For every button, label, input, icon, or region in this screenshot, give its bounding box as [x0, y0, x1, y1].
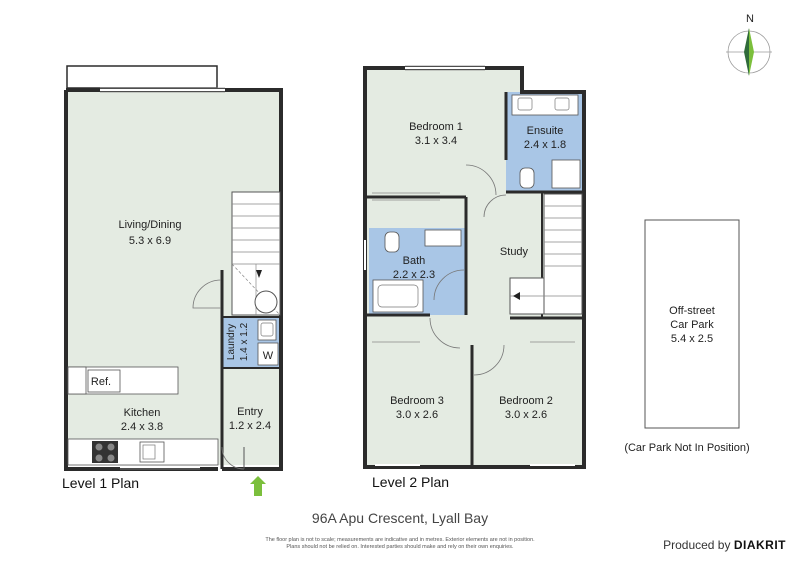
fridge — [87, 369, 121, 393]
bed2-size: 3.0 x 2.6 — [505, 409, 547, 421]
level1-stairs — [231, 191, 281, 316]
washer-label: W — [263, 350, 274, 362]
compass-north-label: N — [746, 13, 754, 25]
level2-plan: Bedroom 1 3.1 x 3.4 Ensuite 2.4 x 1.8 Ba… — [363, 65, 586, 490]
study-name: Study — [500, 246, 529, 258]
kitchen-size: 2.4 x 3.8 — [121, 421, 163, 433]
bed1-name: Bedroom 1 — [409, 121, 463, 133]
brand-name: DIAKRIT — [733, 538, 786, 552]
level2-title: Level 2 Plan — [372, 474, 449, 490]
kitchen-name: Kitchen — [124, 407, 161, 419]
ensuite-name: Ensuite — [527, 125, 564, 137]
living-name: Living/Dining — [119, 219, 182, 231]
carpark-line1: Off-street — [669, 305, 715, 317]
kitchen-sink — [139, 441, 165, 463]
brand-credit: Produced by DIAKRIT — [663, 538, 786, 552]
bed2-name: Bedroom 2 — [499, 395, 553, 407]
carpark-note: (Car Park Not In Position) — [624, 442, 749, 454]
compass: N — [726, 13, 772, 76]
laundry-size: 1.4 x 1.2 — [239, 322, 250, 361]
bed3-size: 3.0 x 2.6 — [396, 409, 438, 421]
living-size: 5.3 x 6.9 — [129, 235, 171, 247]
laundry-name: Laundry — [226, 324, 237, 360]
entry-name: Entry — [237, 406, 263, 418]
brand-prefix: Produced by — [663, 538, 731, 552]
entry-size: 1.2 x 2.4 — [229, 420, 271, 432]
level1-title: Level 1 Plan — [62, 475, 139, 491]
bath-name: Bath — [403, 255, 426, 267]
bed1-size: 3.1 x 3.4 — [415, 135, 457, 147]
entrance-arrow-icon — [250, 476, 266, 496]
fridge-label: Ref. — [91, 376, 111, 388]
carpark-size: 5.4 x 2.5 — [671, 333, 713, 345]
ensuite-size: 2.4 x 1.8 — [524, 139, 566, 151]
level2-stairs — [509, 193, 583, 315]
disclaimer: The floor plan is not to scale; measurem… — [200, 537, 600, 551]
bed3-name: Bedroom 3 — [390, 395, 444, 407]
disclaimer-line2: Plans should not be relied on. Intereste… — [286, 544, 514, 550]
cooktop — [92, 441, 118, 463]
car-park: Off-street Car Park 5.4 x 2.5 (Car Park … — [624, 219, 750, 454]
carpark-line2: Car Park — [670, 319, 714, 331]
level1-plan: W Ref. Living/Dining 5.3 x 6.9 Kitchen 2… — [62, 65, 283, 496]
disclaimer-line1: The floor plan is not to scale; measurem… — [265, 537, 535, 543]
bath-size: 2.2 x 2.3 — [393, 269, 435, 281]
property-address: 96A Apu Crescent, Lyall Bay — [311, 510, 489, 526]
